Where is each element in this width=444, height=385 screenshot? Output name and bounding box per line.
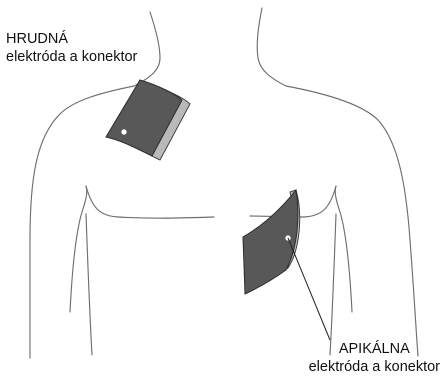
sternum-label-title: HRUDNÁ bbox=[6, 30, 137, 48]
sternum-connector-dot bbox=[121, 129, 127, 135]
left-pectoral-line bbox=[86, 186, 214, 218]
sternum-label-subtitle: elektróda a konektor bbox=[6, 48, 137, 66]
apex-label-title: APIKÁLNA bbox=[309, 340, 440, 358]
apex-label-subtitle: elektróda a konektor bbox=[309, 358, 440, 376]
sternum-electrode bbox=[106, 80, 190, 160]
right-flank-line bbox=[330, 214, 336, 355]
sternum-electrode-label: HRUDNÁ elektróda a konektor bbox=[6, 30, 137, 66]
neck-right-outline bbox=[257, 8, 286, 86]
apex-electrode bbox=[243, 190, 300, 294]
neck-left-outline bbox=[134, 12, 160, 86]
left-flank-line bbox=[86, 214, 92, 355]
right-armpit-outline bbox=[335, 186, 352, 312]
right-shoulder-arm-outline bbox=[286, 86, 418, 356]
left-armpit-outline bbox=[70, 186, 87, 312]
apex-electrode-label: APIKÁLNA elektróda a konektor bbox=[309, 340, 440, 376]
sternum-electrode-pad bbox=[106, 80, 182, 156]
apex-leader-line bbox=[288, 238, 330, 340]
